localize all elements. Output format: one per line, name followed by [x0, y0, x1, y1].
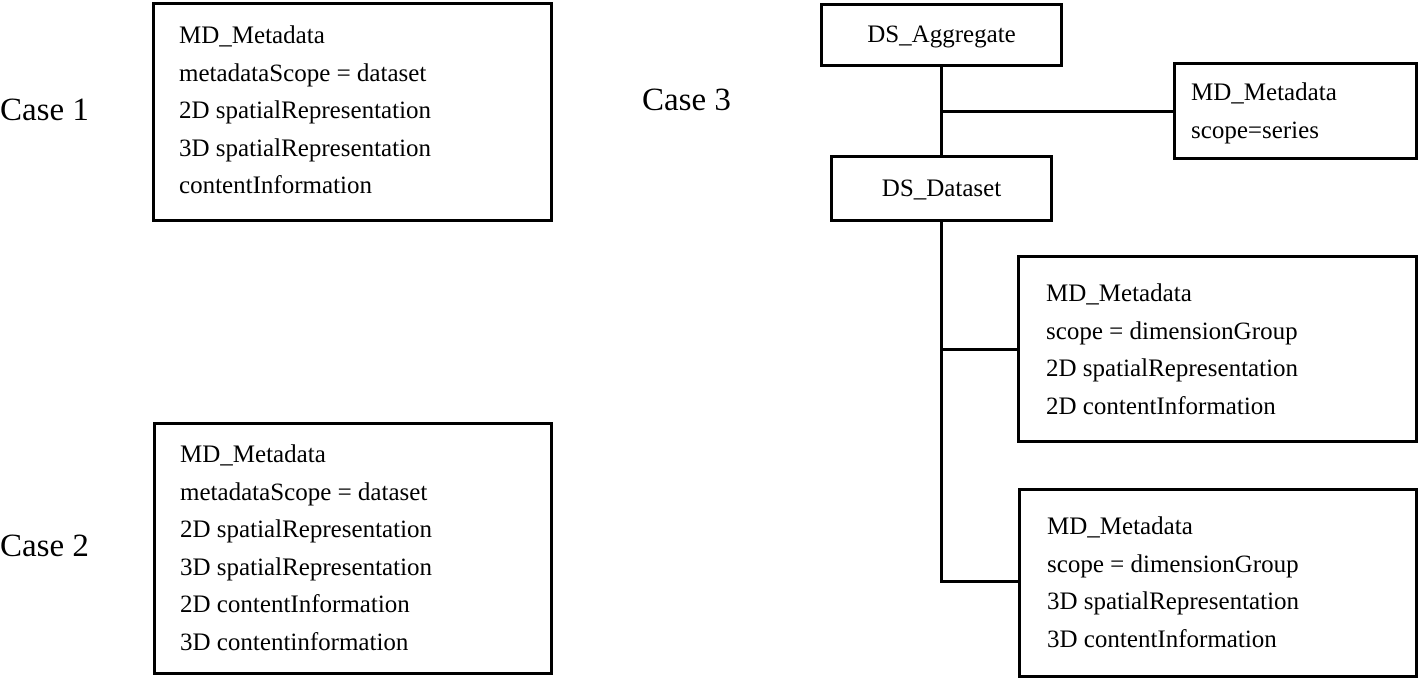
case2-metadata-box: MD_Metadata metadataScope = dataset 2D s… — [153, 422, 553, 675]
case2-line-2d-content: 2D contentInformation — [180, 591, 410, 618]
dim2d-line-spatial: 2D spatialRepresentation — [1046, 355, 1299, 382]
series-metadata-box: MD_Metadata scope=series — [1173, 62, 1418, 160]
dim3d-line-class: MD_Metadata — [1047, 513, 1193, 540]
dim3d-line-spatial: 3D spatialRepresentation — [1047, 588, 1300, 615]
branch-line-to-series-box — [941, 110, 1173, 113]
dim2d-line-scope: scope = dimensionGroup — [1046, 317, 1298, 345]
case2-line-3d-content: 3D contentinformation — [180, 628, 409, 656]
case2-line-3d-spatial: 3D spatialRepresentation — [180, 553, 433, 581]
dim3d-metadata-box: MD_Metadata scope = dimensionGroup 3D sp… — [1018, 488, 1418, 678]
dim3d-line-content: 3D contentInformation — [1047, 625, 1277, 653]
branch-line-to-dim2d-box — [941, 348, 1017, 351]
dim2d-metadata-box: MD_Metadata scope = dimensionGroup 2D sp… — [1017, 255, 1418, 443]
case2-line-class: MD_Metadata — [180, 441, 326, 468]
case2-line-2d-spatial: 2D spatialRepresentation — [180, 516, 433, 543]
trunk-line-below-dataset — [940, 222, 943, 583]
ds-aggregate-box: DS_Aggregate — [820, 3, 1063, 67]
case1-line-2d-spatial: 2D spatialRepresentation — [179, 97, 432, 124]
ds-dataset-box: DS_Dataset — [830, 155, 1053, 222]
series-line-class: MD_Metadata — [1191, 79, 1337, 106]
case3-label: Case 3 — [642, 82, 731, 118]
dim2d-line-class: MD_Metadata — [1046, 280, 1192, 307]
branch-line-to-dim3d-box — [941, 580, 1018, 583]
dim2d-line-content: 2D contentInformation — [1046, 392, 1276, 420]
series-line-scope: scope=series — [1191, 116, 1319, 144]
case1-line-class: MD_Metadata — [179, 22, 325, 49]
ds-dataset-label: DS_Dataset — [881, 174, 1002, 202]
case2-line-scope: metadataScope = dataset — [180, 478, 428, 506]
case1-label: Case 1 — [0, 92, 89, 128]
dim3d-line-scope: scope = dimensionGroup — [1047, 550, 1299, 578]
case1-metadata-box: MD_Metadata metadataScope = dataset 2D s… — [152, 2, 553, 222]
case1-line-scope: metadataScope = dataset — [179, 59, 427, 87]
ds-aggregate-label: DS_Aggregate — [867, 21, 1016, 48]
case2-label: Case 2 — [0, 528, 89, 564]
case1-line-3d-spatial: 3D spatialRepresentation — [179, 134, 432, 162]
case1-line-content: contentInformation — [179, 172, 372, 199]
